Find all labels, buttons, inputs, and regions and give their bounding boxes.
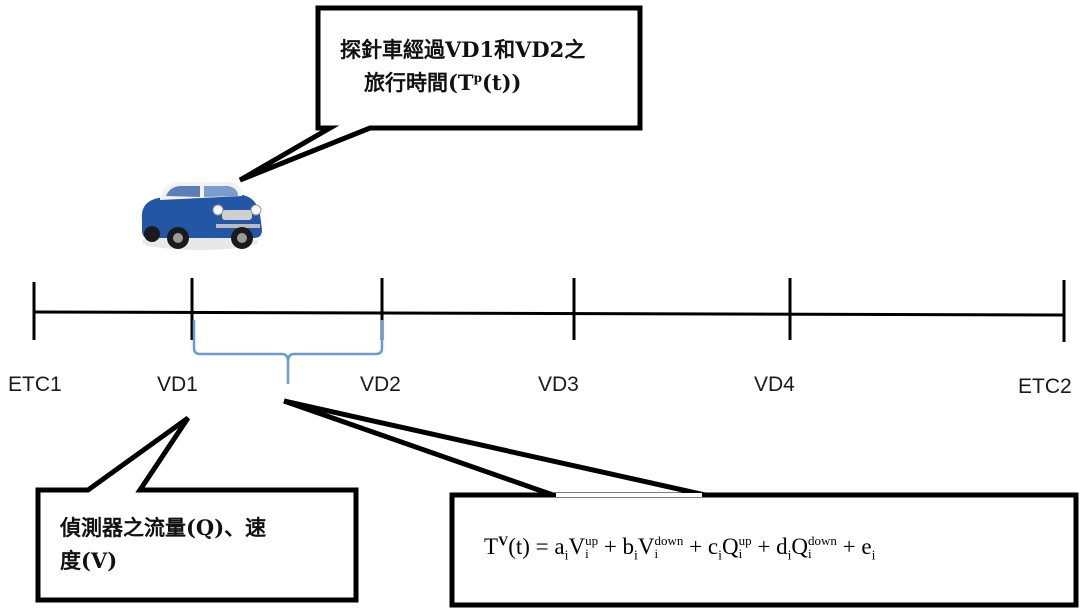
formula-sub-i-1: i [585,545,589,561]
formula-lhs-T: T [484,534,499,559]
formula-sup-up-1: up [585,532,599,548]
formula-pointer [283,398,706,498]
formula-var-V1: V [568,534,586,559]
top-callout-text: 探針車經過VD1和VD2之 旅行時間(Tp(t)) [340,34,630,99]
formula-box [449,492,1079,608]
formula-sub-i-a: i [564,547,569,563]
formula-sub-i-b: i [634,547,638,563]
car-icon [141,182,262,250]
formula-sub-i-2: i [654,545,659,561]
top-callout [238,5,643,183]
top-callout-line2: 旅行時間(Tp(t)) [340,67,630,100]
formula-lhs-arg: (t) = [508,534,555,559]
formula-sub-i-d: i [787,547,792,563]
station-label-vd4: VD4 [754,373,795,396]
formula-sup-down-4: down [808,532,837,548]
left-callout-shape [35,415,359,603]
station-label-vd2: VD2 [360,373,401,396]
top-callout-line2-prefix: 旅行時間(T [364,69,474,95]
left-callout-text: 偵測器之流量(Q)、速 度(V) [60,512,350,577]
segment-brace [192,320,384,384]
top-callout-line2-sup: p [473,70,482,85]
top-callout-shape [238,5,643,183]
formula-plus-2: + [683,534,708,559]
station-label-vd3: VD3 [538,373,579,396]
formula-coef-e: e [861,534,872,559]
formula-plus-1: + [598,534,623,559]
formula-coef-c: c [707,534,719,559]
formula-plus-4: + [836,534,862,559]
formula-var-Q1: Q [721,534,739,559]
formula-plus-3: + [751,534,777,559]
formula-sup-up-3: up [738,532,752,548]
formula-coef-d: d [776,534,788,559]
formula-coef-a: a [554,534,565,559]
formula-coef-b: b [622,534,635,559]
station-ticks [32,278,1066,342]
formula-var-V2: V [637,534,655,559]
formula-sub-i-4: i [808,545,812,561]
left-callout-line2: 度(V) [60,547,118,573]
station-label-etc1: ETC1 [8,373,62,396]
left-callout [35,415,359,603]
station-label-etc2: ETC2 [1018,375,1072,398]
formula-sub-i-c: i [718,547,722,563]
station-label-vd1: VD1 [157,373,198,396]
left-callout-line1: 偵測器之流量(Q)、速 [60,515,267,540]
formula-sub-i-e: i [871,547,876,563]
top-callout-line1: 探針車經過VD1和VD2之 [340,37,586,62]
formula-sup-down-2: down [654,532,684,548]
formula-var-Q2: Q [791,534,809,559]
formula-pointer-line-b [283,398,706,498]
road-line [33,310,1065,317]
top-callout-line2-suffix: (t)) [481,69,522,95]
formula-sub-i-3: i [738,545,743,561]
formula-pointer-line-a [283,398,554,498]
formula-lhs-sup: V [498,534,509,550]
